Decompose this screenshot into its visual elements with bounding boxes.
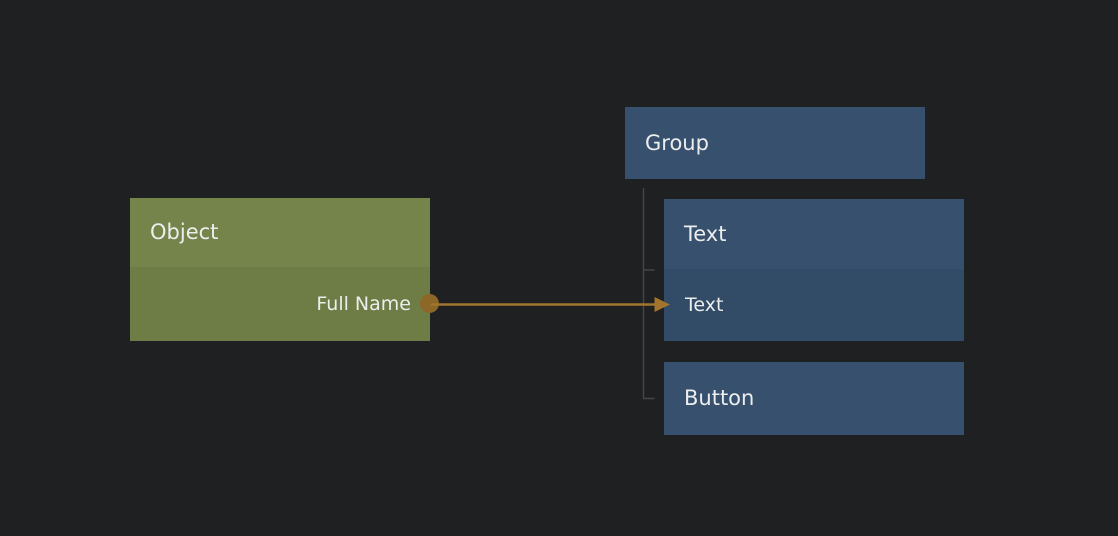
node-object-title: Object bbox=[150, 220, 219, 244]
node-group[interactable]: Group bbox=[625, 107, 925, 179]
node-text-title: Text bbox=[684, 221, 727, 246]
node-object-header[interactable]: Object bbox=[130, 198, 430, 267]
node-button[interactable]: Button bbox=[664, 362, 964, 435]
node-text-header[interactable]: Text bbox=[664, 199, 964, 269]
node-text[interactable]: Text Text bbox=[664, 199, 964, 341]
node-object-port-full-name[interactable]: Full Name bbox=[130, 267, 430, 341]
node-button-title: Button bbox=[684, 386, 755, 410]
node-text-port-text[interactable]: Text bbox=[664, 269, 964, 341]
tree-connector-line bbox=[642, 188, 655, 400]
node-button-header[interactable]: Button bbox=[664, 362, 964, 435]
port-text-label: Text bbox=[685, 293, 724, 316]
port-full-name-label: Full Name bbox=[316, 292, 411, 315]
output-port-handle[interactable] bbox=[420, 294, 439, 313]
node-group-title: Group bbox=[645, 130, 709, 155]
node-object[interactable]: Object Full Name bbox=[130, 198, 430, 341]
node-group-header[interactable]: Group bbox=[625, 107, 925, 179]
